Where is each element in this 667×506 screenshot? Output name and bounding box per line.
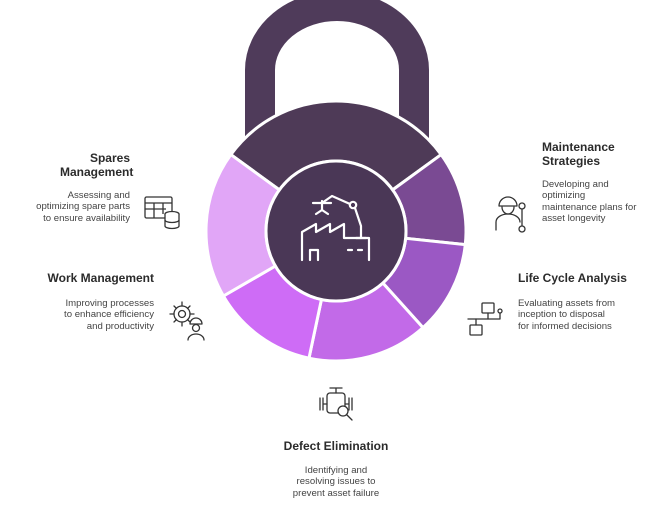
life-cycle-analysis-description: Evaluating assets from inception to disp… bbox=[518, 298, 616, 332]
maintenance-strategies-description: Developing and optimizing maintenance pl… bbox=[542, 179, 637, 225]
defect-elimination-title: Defect Elimination bbox=[283, 439, 389, 453]
padlock-shackle bbox=[245, 0, 429, 150]
valve-inspect-icon bbox=[319, 387, 353, 421]
life-cycle-analysis-title: Life Cycle Analysis bbox=[518, 271, 627, 285]
maintenance-strategies-title: Maintenance Strategies bbox=[542, 140, 615, 168]
technician-wrench-icon bbox=[495, 196, 526, 233]
factory-robot-arm-icon bbox=[300, 194, 371, 262]
work-management-description: Improving processes to enhance efficienc… bbox=[64, 298, 154, 332]
spares-management-title: Spares Management bbox=[60, 151, 134, 179]
work-management-title: Work Management bbox=[47, 271, 154, 285]
center-disc bbox=[264, 159, 408, 303]
inventory-database-icon bbox=[144, 196, 180, 230]
spares-management-description: Assessing and optimizing spare parts to … bbox=[36, 190, 130, 224]
defect-elimination-description: Identifying and resolving issues to prev… bbox=[292, 465, 380, 499]
flowchart-icon bbox=[467, 302, 503, 336]
gear-worker-icon bbox=[169, 301, 205, 341]
